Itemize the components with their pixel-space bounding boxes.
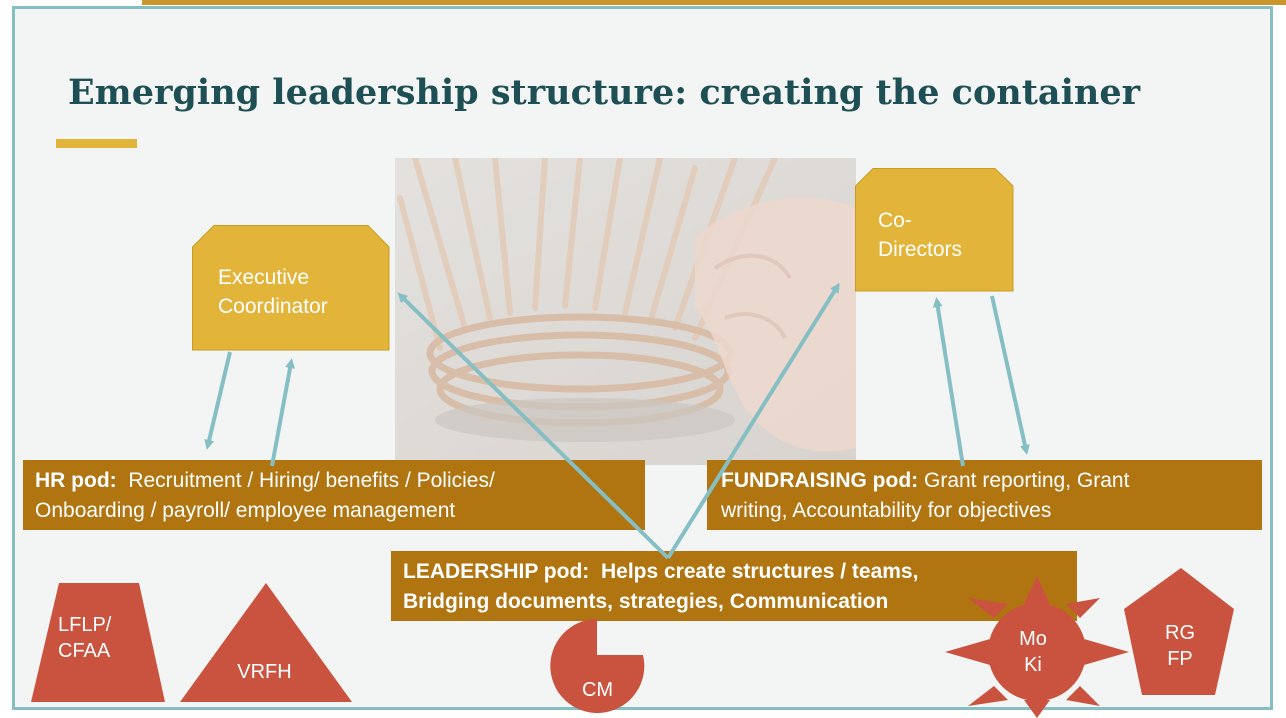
vrfh-label: VRFH [237, 661, 292, 683]
slide-title: Emerging leadership structure: creating … [68, 72, 1141, 113]
lflp-label: LFLP/ CFAA [58, 612, 111, 664]
executive-coordinator-box [192, 225, 390, 351]
rgfp-label: RG FP [1150, 620, 1210, 672]
hr-pod-heading: HR pod: [35, 469, 117, 492]
leadership-pod-box: LEADERSHIP pod: Helps create structures … [391, 551, 1077, 621]
hr-pod-line1: Recruitment / Hiring/ benefits / Policie… [128, 469, 495, 492]
moki-label-line2: Ki [1024, 654, 1042, 676]
hr-pod-line2: Onboarding / payroll/ employee managemen… [35, 499, 456, 522]
co-directors-label: Co- Directors [878, 206, 962, 264]
moki-label-line1: Mo [1019, 628, 1047, 650]
leadership-pod-heading: LEADERSHIP pod: [403, 560, 590, 583]
moki-label: Mo Ki [1003, 626, 1063, 678]
title-underline [56, 139, 137, 148]
fundraising-pod-line2: writing, Accountability for objectives [721, 499, 1052, 522]
lflp-label-line2: CFAA [58, 640, 111, 662]
lflp-label-line1: LFLP/ [58, 614, 112, 636]
executive-coordinator-label: Executive Coordinator [218, 263, 328, 321]
top-accent-bar [142, 0, 1286, 5]
fundraising-pod-box: FUNDRAISING pod: Grant reporting, Grant … [707, 460, 1262, 530]
hr-pod-box: HR pod: Recruitment / Hiring/ benefits /… [23, 460, 645, 530]
co-directors-label-line2: Directors [878, 238, 963, 261]
fundraising-pod-line1: Grant reporting, Grant [924, 469, 1130, 492]
cm-label: CM [581, 679, 614, 701]
fundraising-pod-heading: FUNDRAISING pod: [721, 469, 919, 492]
co-directors-label-line1: Co- [878, 209, 912, 232]
basket-weaving-photo [395, 158, 856, 465]
executive-label-line1: Executive [218, 266, 310, 289]
rgfp-label-line1: RG [1165, 622, 1195, 644]
rgfp-label-line2: FP [1167, 648, 1193, 670]
executive-label-line2: Coordinator [218, 295, 328, 318]
leadership-pod-line1: Helps create structures / teams, [600, 560, 919, 583]
leadership-pod-line2: Bridging documents, strategies, Communic… [403, 590, 889, 613]
co-directors-box [855, 168, 1014, 292]
